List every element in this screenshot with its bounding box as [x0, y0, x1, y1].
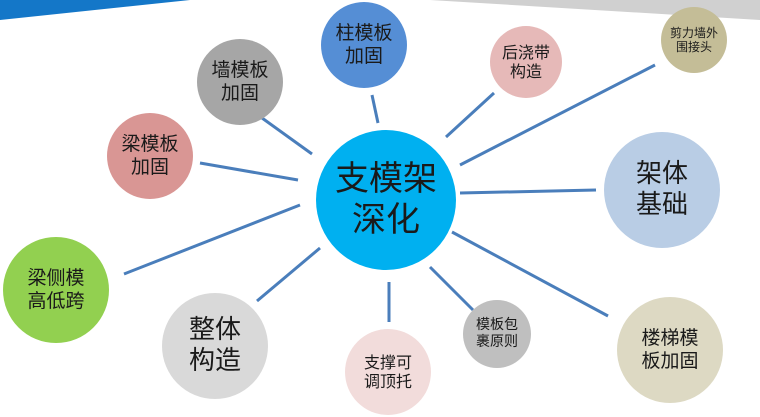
connector-line — [123, 203, 301, 276]
node-adjustable-top-support: 支撑可 调顶托 — [345, 329, 431, 415]
node-label: 柱模板 加固 — [335, 22, 393, 67]
center-node: 支模架 深化 — [316, 130, 456, 270]
connector-line — [459, 63, 656, 167]
node-label: 后浇带 构造 — [501, 42, 550, 81]
connector-line — [370, 94, 380, 124]
connector-line — [261, 116, 313, 156]
connector-line — [444, 91, 496, 139]
node-label: 支撑可 调顶托 — [363, 352, 412, 391]
node-label: 模板包 裹原则 — [476, 317, 518, 350]
connector-line — [199, 161, 299, 182]
node-label: 墙模板 加固 — [211, 59, 269, 104]
node-label: 剪力墙外 围接头 — [669, 25, 718, 54]
node-frame-foundation: 架体 基础 — [604, 132, 720, 248]
node-beam-side-span: 梁侧模 高低跨 — [3, 237, 109, 343]
connector-line — [256, 246, 321, 303]
node-label: 楼梯模 板加固 — [641, 327, 699, 372]
node-wall-formwork: 墙模板 加固 — [197, 39, 283, 125]
node-formwork-wrap-principle: 模板包 裹原则 — [463, 300, 531, 368]
connector-line — [428, 265, 475, 312]
node-label: 架体 基础 — [635, 158, 688, 220]
node-label: 梁侧模 高低跨 — [27, 267, 85, 312]
node-shear-wall-joint: 剪力墙外 围接头 — [661, 7, 727, 73]
node-overall-structure: 整体 构造 — [162, 293, 268, 399]
node-column-formwork: 柱模板 加固 — [321, 2, 407, 88]
connector-line — [451, 230, 609, 318]
node-stair-formwork: 楼梯模 板加固 — [617, 297, 723, 403]
node-beam-formwork: 梁模板 加固 — [107, 113, 193, 199]
center-label: 支模架 深化 — [335, 159, 437, 240]
banner-left-shape — [0, 0, 190, 20]
node-label: 梁模板 加固 — [121, 133, 179, 178]
connector-line — [459, 188, 597, 195]
node-post-pour-strip: 后浇带 构造 — [490, 26, 562, 98]
node-label: 整体 构造 — [188, 314, 241, 376]
